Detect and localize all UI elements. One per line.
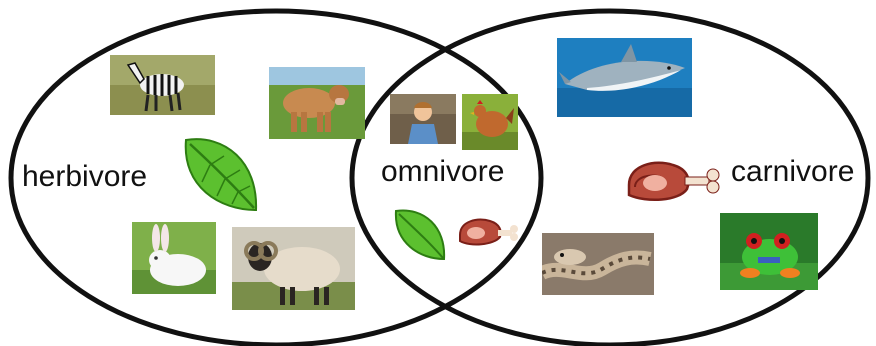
carnivore-label: carnivore	[731, 155, 855, 188]
carnivore-circle	[349, 8, 871, 346]
omnivore-label: omnivore	[381, 155, 505, 188]
zebra-icon	[110, 55, 215, 115]
rabbit-icon	[132, 222, 216, 294]
small-meat-icon	[456, 213, 520, 249]
leaf-icon	[180, 132, 260, 214]
herbivore-circle	[8, 8, 544, 346]
shark-icon	[557, 38, 692, 117]
snake-icon	[542, 233, 654, 295]
sheep-icon	[232, 227, 355, 310]
meat-icon	[625, 155, 723, 205]
boy-icon	[390, 94, 456, 144]
chicken-icon	[462, 94, 518, 150]
cow-icon	[269, 67, 365, 139]
frog-icon	[720, 213, 818, 290]
small-leaf-icon	[392, 205, 448, 261]
herbivore-label: herbivore	[22, 160, 148, 193]
